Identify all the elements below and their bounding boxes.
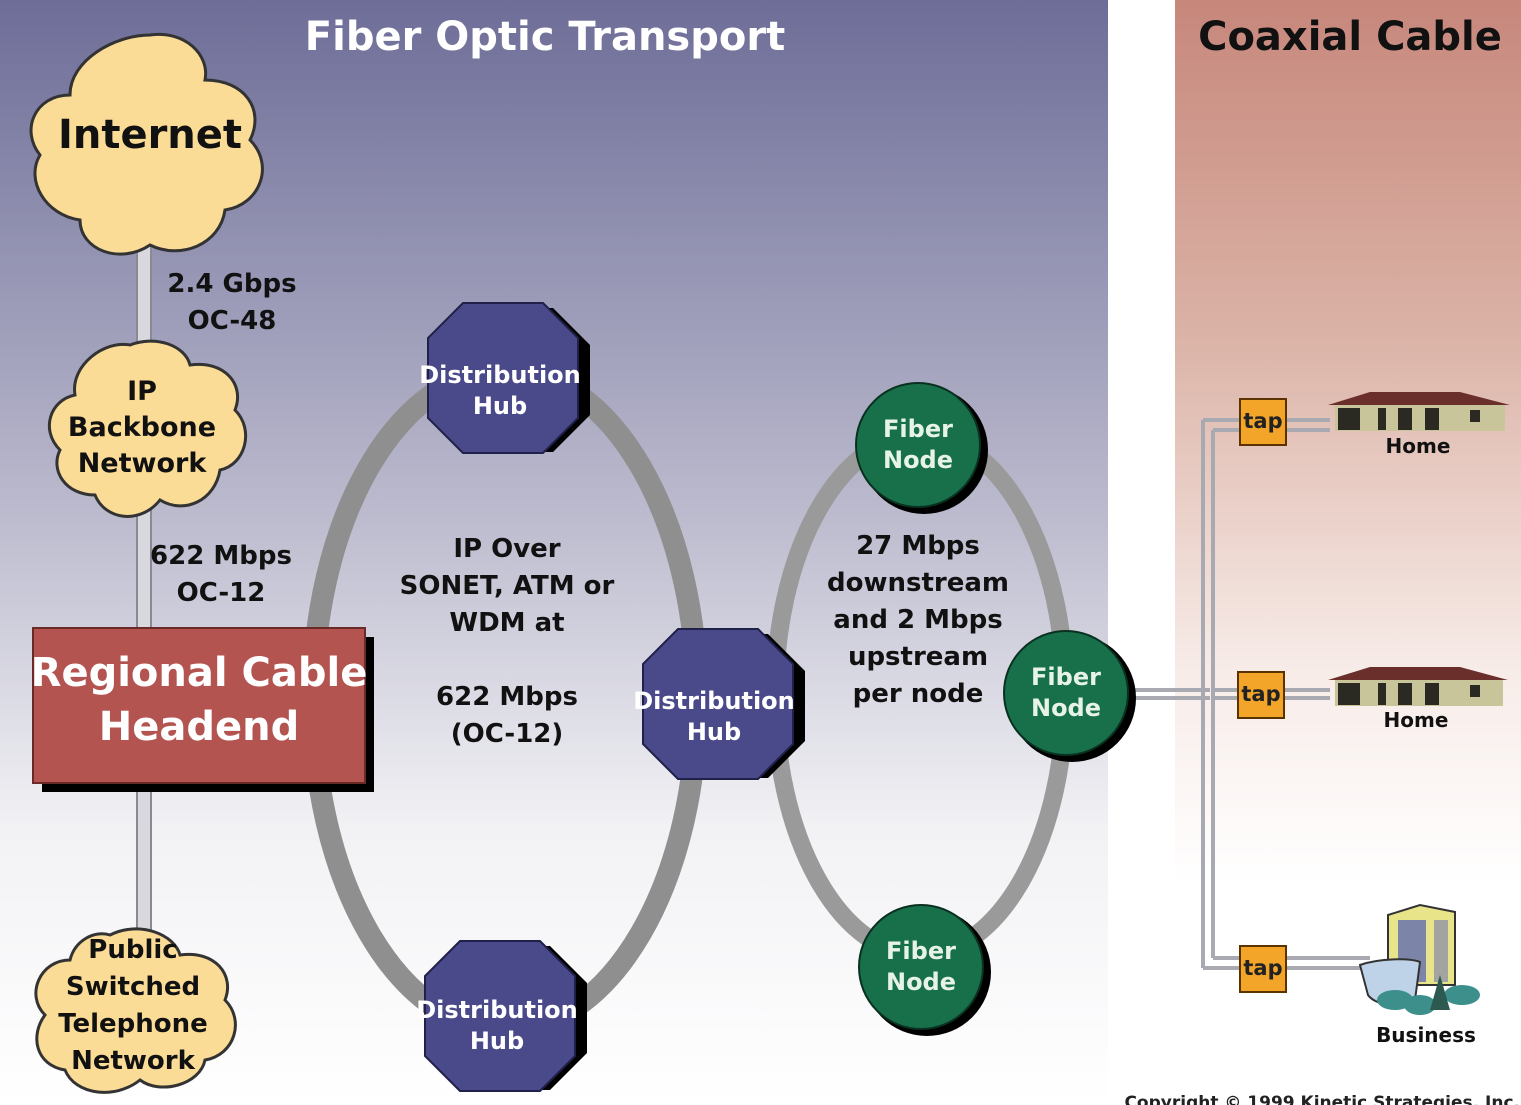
pstn-label-line2: Switched xyxy=(66,972,200,1002)
tap-1: tap xyxy=(1239,398,1287,446)
fiber-node-right: Fiber Node xyxy=(1003,630,1136,762)
fiber-optic-title: Fiber Optic Transport xyxy=(305,14,785,60)
pstn-label-line3: Telephone xyxy=(58,1009,208,1039)
business-label: Business xyxy=(1376,1023,1476,1047)
home-icon xyxy=(1328,392,1510,431)
hub-bottom-line1: Distribution xyxy=(416,996,578,1024)
fiber-node-right-line2: Node xyxy=(1031,694,1101,722)
tap-2: tap xyxy=(1237,671,1285,719)
tap-1-label: tap xyxy=(1243,409,1282,433)
fiber-node-top-line1: Fiber xyxy=(883,415,953,443)
fiber-node-top: Fiber Node xyxy=(855,382,988,514)
pstn-label-line1: Public xyxy=(88,935,177,965)
pstn-label-line4: Network xyxy=(71,1046,196,1076)
home-1-label: Home xyxy=(1386,434,1451,458)
hub-top-line1: Distribution xyxy=(419,361,581,389)
home-2-label: Home xyxy=(1384,708,1449,732)
fiber-node-bottom-line2: Node xyxy=(886,968,956,996)
left-trunk-cable xyxy=(136,199,152,1001)
headend-label-line2: Headend xyxy=(99,704,299,750)
headend-label-line1: Regional Cable xyxy=(31,650,368,696)
distribution-hub-bottom: Distribution Hub xyxy=(416,940,587,1092)
internet-label: Internet xyxy=(58,112,242,158)
hub-ring-line3: WDM at xyxy=(449,608,564,638)
node-ring-line5: per node xyxy=(853,679,984,709)
distribution-hub-middle: Distribution Hub xyxy=(633,628,805,780)
internet-cloud: Internet xyxy=(29,32,264,256)
node-ring-description: 27 Mbps downstream and 2 Mbps upstream p… xyxy=(827,531,1009,709)
hub-ring-line2: SONET, ATM or xyxy=(400,571,615,601)
hub-ring-line6: (OC-12) xyxy=(451,719,564,749)
hub-ring-line1: IP Over xyxy=(453,534,560,564)
backbone-link-rate: 622 Mbps xyxy=(150,541,292,571)
fiber-node-top-line2: Node xyxy=(883,446,953,474)
ip-backbone-label-line2: Backbone xyxy=(68,412,216,443)
fiber-node-bottom: Fiber Node xyxy=(858,904,991,1036)
business-building-icon xyxy=(1358,903,1480,1015)
tap-3: tap xyxy=(1239,945,1287,993)
regional-cable-headend: Regional Cable Headend xyxy=(31,627,374,792)
pstn-cloud: Public Switched Telephone Network xyxy=(34,927,237,1094)
internet-link-type: OC-48 xyxy=(188,306,277,336)
tap-2-label: tap xyxy=(1241,682,1280,706)
hub-top-line2: Hub xyxy=(473,392,527,420)
internet-link-rate: 2.4 Gbps xyxy=(167,269,296,299)
coaxial-title: Coaxial Cable xyxy=(1198,14,1502,60)
ip-backbone-cloud: IP Backbone Network xyxy=(47,339,248,518)
backbone-link-type: OC-12 xyxy=(177,578,266,608)
node-ring-line4: upstream xyxy=(848,642,988,672)
fiber-node-bottom-line1: Fiber xyxy=(886,937,956,965)
hub-middle-line1: Distribution xyxy=(633,687,795,715)
hub-middle-line2: Hub xyxy=(687,718,741,746)
node-ring-line3: and 2 Mbps xyxy=(833,605,1002,635)
hub-ring-description: IP Over SONET, ATM or WDM at 622 Mbps (O… xyxy=(400,534,615,749)
hub-ring-line5: 622 Mbps xyxy=(436,682,578,712)
tap-3-label: tap xyxy=(1243,956,1282,980)
ip-backbone-label-line3: Network xyxy=(78,448,208,479)
coaxial-section-background xyxy=(1175,0,1521,1105)
node-ring-line2: downstream xyxy=(827,568,1009,598)
distribution-hub-top: Distribution Hub xyxy=(419,302,590,454)
home-icon xyxy=(1328,667,1508,706)
hub-bottom-line2: Hub xyxy=(470,1027,524,1055)
fiber-node-right-line1: Fiber xyxy=(1031,663,1101,691)
copyright-notice: Copyright © 1999 Kinetic Strategies, Inc… xyxy=(1124,1093,1520,1105)
ip-backbone-label-line1: IP xyxy=(127,376,157,407)
node-ring-line1: 27 Mbps xyxy=(856,531,980,561)
